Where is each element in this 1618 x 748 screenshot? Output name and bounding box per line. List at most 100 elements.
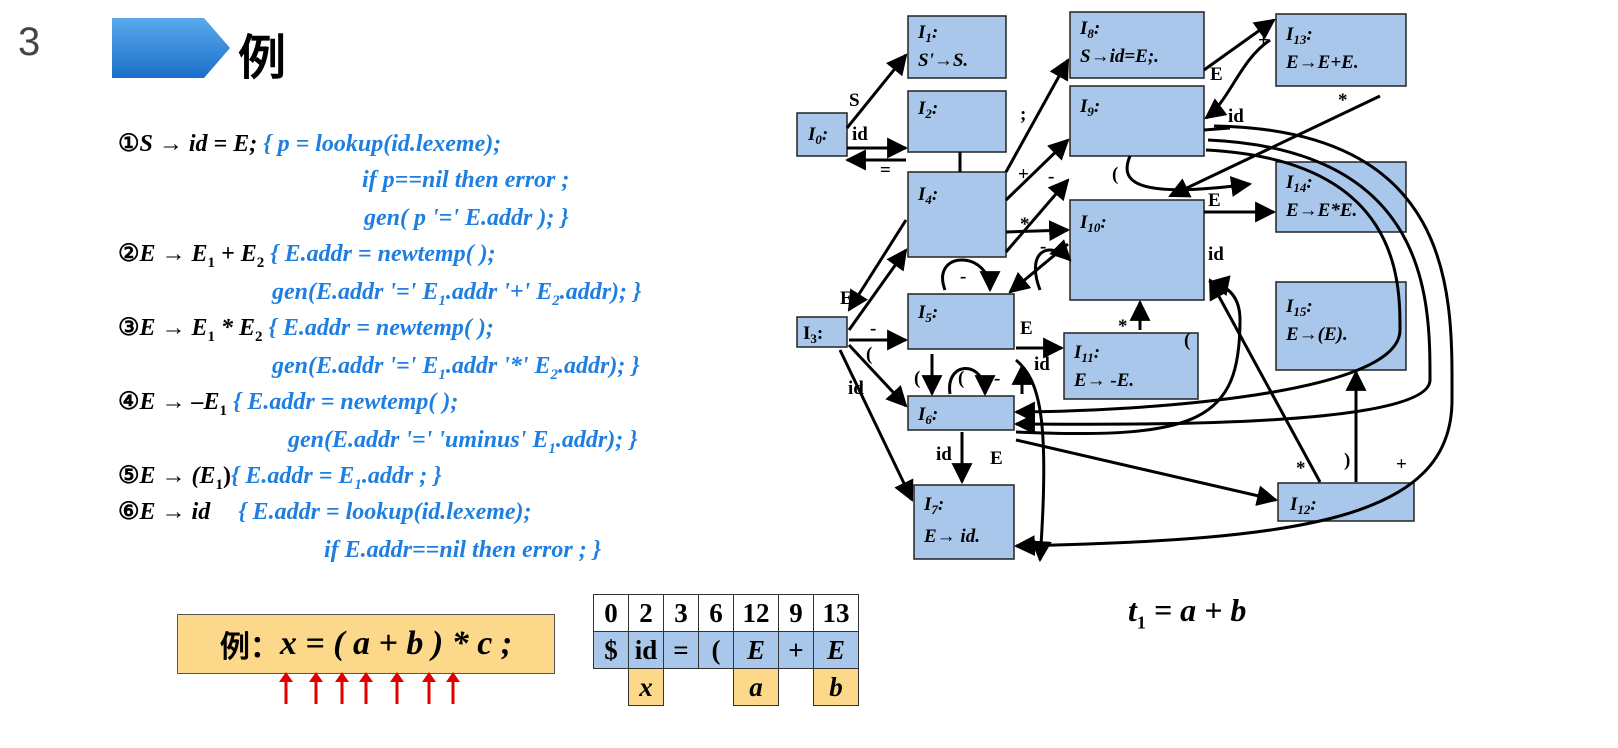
state-item-I14: E→E*E. — [1285, 200, 1357, 221]
stack-cell: 12 — [733, 594, 779, 632]
state-label-I0: I0: — [807, 124, 828, 147]
state-box-I2 — [907, 90, 1007, 153]
state-box-I10 — [1069, 199, 1205, 301]
edge-label: * — [1296, 458, 1306, 479]
example-expression: x = ( a + b ) * c ; — [279, 625, 513, 662]
state-item-I7: E→ id. — [923, 526, 980, 547]
pointer-arrow-icon — [359, 672, 373, 704]
stack-cell — [698, 668, 734, 706]
pointer-arrow-icon — [422, 672, 436, 704]
edge — [1004, 178, 1070, 253]
edge-label: ; — [1020, 104, 1026, 125]
state-box-I4 — [907, 171, 1007, 258]
pointer-arrow-icon — [279, 672, 293, 704]
stack-cell: ( — [698, 631, 734, 669]
edge-label: - — [1040, 236, 1046, 257]
edge — [1015, 275, 1242, 436]
edge-label: + — [1396, 454, 1407, 475]
state-box-I11 — [1063, 332, 1199, 400]
example-expression-box: 例： x = ( a + b ) * c ; — [177, 614, 555, 674]
edge — [1168, 94, 1381, 198]
edge-label: ( — [958, 368, 964, 389]
edge-label: + — [1258, 30, 1269, 51]
stack-cell: E — [733, 631, 779, 669]
edge — [941, 258, 1001, 293]
stack-cell: + — [778, 631, 814, 669]
stack-state-row: 0 2 3 6 12 9 13 — [593, 594, 859, 632]
stack-cell: 3 — [663, 594, 699, 632]
edge-label: E — [990, 448, 1003, 469]
rule-1: ①S → id = E; { p = lookup(id.lexeme); — [118, 131, 502, 157]
slide-title: 例 — [238, 30, 287, 86]
rule-1-action-3: gen( p '=' E.addr ); } — [364, 205, 569, 231]
stack-attr-row: x a b — [593, 668, 859, 706]
state-label-I4: I4: — [917, 184, 938, 207]
edge-label: - — [994, 368, 1000, 389]
slide-number: 3 — [18, 20, 41, 64]
edge-label: id — [1208, 244, 1224, 265]
example-label: 例： — [219, 630, 280, 665]
rule-2: ②E → E1 + E2 { E.addr = newtemp( ); — [118, 241, 496, 271]
state-box-I1 — [907, 15, 1007, 79]
stack-cell: id — [628, 631, 664, 669]
rule-5: ⑤E → (E1){ E.addr = E1.addr ; } — [118, 463, 442, 493]
state-box-I9 — [1069, 85, 1205, 157]
state-box-I7 — [913, 484, 1015, 560]
edge — [1004, 58, 1070, 173]
stack-symbol-row: $ id = ( E + E — [593, 631, 859, 669]
edge-label: E — [1208, 190, 1221, 211]
rule-6: ⑥E → id { E.addr = lookup(id.lexeme); — [118, 499, 532, 525]
edge-label: ( — [866, 344, 872, 365]
state-label-I7: I7: — [923, 494, 944, 517]
edge-label: - — [960, 266, 966, 287]
rule-2-action-2: gen(E.addr '=' E1.addr '+' E2.addr); } — [272, 279, 642, 309]
state-item-I1: S'→S. — [918, 50, 968, 71]
rule-3-action-2: gen(E.addr '=' E1.addr '*' E2.addr); } — [272, 353, 640, 383]
edge — [1004, 138, 1070, 202]
edge — [847, 219, 908, 312]
stack-cell: 0 — [593, 594, 629, 632]
edge — [838, 349, 914, 502]
state-label-I2: I2: — [917, 98, 938, 121]
edge-label: id — [848, 378, 864, 399]
edge — [1203, 126, 1231, 132]
edge — [1015, 438, 1279, 506]
state-label-I6: I6: — [917, 404, 938, 427]
stack-cell — [593, 668, 629, 706]
state-label-I10: I10: — [1079, 212, 1107, 235]
stack-cell — [663, 668, 699, 706]
state-box-I5 — [907, 293, 1015, 350]
state-label-I9: I9: — [1079, 96, 1100, 119]
edge — [948, 367, 996, 397]
state-label-I12: I12: — [1289, 494, 1317, 517]
edge-label: ( — [1184, 330, 1190, 351]
edge-label: - — [1048, 166, 1054, 187]
edge-label: * — [1118, 316, 1128, 337]
state-box-I0 — [796, 112, 848, 157]
state-label-I5: I5: — [917, 302, 938, 325]
state-box-I3 — [796, 316, 848, 348]
edge-label: id — [1228, 106, 1244, 127]
stack-cell: $ — [593, 631, 629, 669]
edge — [1033, 239, 1072, 291]
state-item-I13: E→E+E. — [1285, 52, 1359, 73]
edge-label: S — [849, 90, 860, 111]
edge — [1125, 155, 1253, 197]
stack-cell: 6 — [698, 594, 734, 632]
state-label-I15: I15: — [1285, 296, 1313, 319]
stack-cell: = — [663, 631, 699, 669]
edge — [1013, 148, 1402, 423]
edge — [1204, 38, 1271, 120]
stack-cell: a — [733, 668, 779, 706]
edge — [1203, 18, 1276, 72]
state-item-I15: E→(E). — [1285, 324, 1348, 345]
edge-label: E — [1210, 64, 1223, 85]
state-label-I14: I14: — [1285, 172, 1313, 195]
parse-stack-table: 0 2 3 6 12 9 13 $ id = ( E + E x a b — [593, 594, 859, 706]
rule-4-action-2: gen(E.addr '=' 'uminus' E1.addr); } — [288, 427, 638, 457]
rule-6-action-2: if E.addr==nil then error ; } — [324, 537, 602, 563]
stack-cell: E — [813, 631, 859, 669]
edge — [1013, 138, 1432, 435]
stack-cell: b — [813, 668, 859, 706]
